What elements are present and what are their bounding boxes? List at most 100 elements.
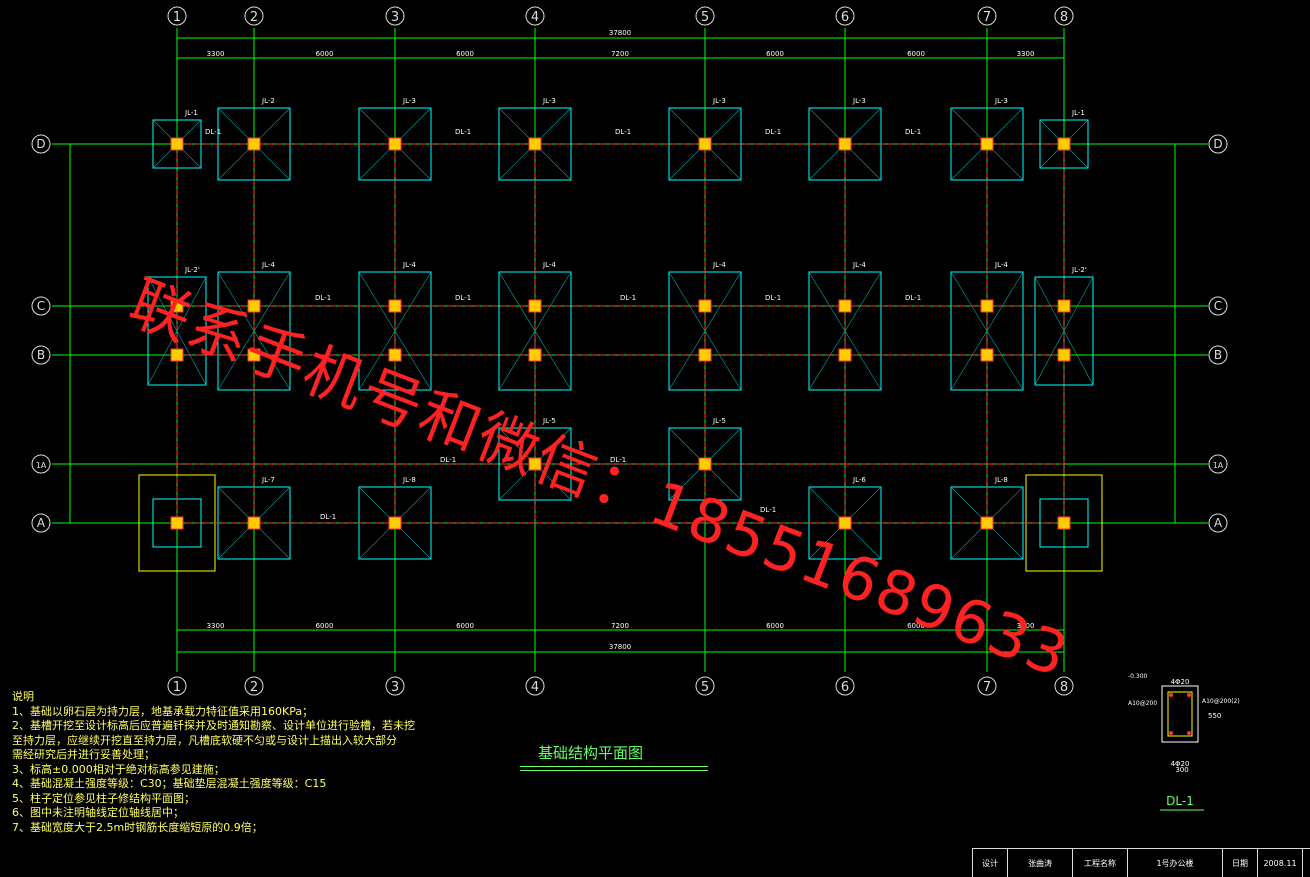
beam-label: DL-1 xyxy=(765,128,781,136)
axis-number-label: 8 xyxy=(1060,10,1068,25)
column-marker xyxy=(528,299,542,313)
column-marker xyxy=(388,299,402,313)
beam-label: DL-1 xyxy=(760,506,776,514)
axis-number-label: 2 xyxy=(250,10,258,25)
axis-number-label: 3 xyxy=(391,10,399,25)
axis-number-label: 3 xyxy=(391,680,399,695)
note-item: 至持力层，应继续开挖直至持力层，凡槽底软硬不匀或与设计上描出入较大部分 xyxy=(12,733,397,747)
axis-bubble xyxy=(31,134,51,154)
axis-number-label: 5 xyxy=(701,10,709,25)
note-item: 7、基础宽度大于2.5m时钢筋长度缩短原的0.9倍； xyxy=(12,820,263,834)
title-block-cell: 工程名称 xyxy=(1073,849,1128,877)
dimension-total-label: 37800 xyxy=(609,29,631,37)
dimension-span-label: 6000 xyxy=(907,50,925,58)
note-item: 6、图中未注明轴线定位轴线居中； xyxy=(12,806,184,819)
footing-label: JL-8 xyxy=(402,476,416,484)
axis-bubble xyxy=(244,676,264,696)
axis-number-label: 7 xyxy=(983,10,991,25)
column-marker xyxy=(838,299,852,313)
note-item: 需经研究后并进行妥善处理； xyxy=(12,748,155,761)
axis-letter-label: A xyxy=(37,516,46,530)
column-marker xyxy=(170,137,184,151)
column-marker xyxy=(247,348,261,362)
dimension-span-label: 3300 xyxy=(1017,622,1035,630)
section-dim-label: 300 xyxy=(1175,766,1188,774)
dimension-span-label: 6000 xyxy=(766,50,784,58)
axis-number-label: 4 xyxy=(531,680,539,695)
title-underline xyxy=(520,766,708,771)
column-marker xyxy=(1057,299,1071,313)
axis-number-label: 5 xyxy=(701,680,709,695)
title-block-cell: 1号办公楼 xyxy=(1128,849,1223,877)
column-marker xyxy=(1057,516,1071,530)
title-block-cell: 设计 xyxy=(973,849,1008,877)
dimension-total-label: 37800 xyxy=(609,643,631,651)
note-item: 5、柱子定位参见柱子修结构平面图； xyxy=(12,791,195,805)
axis-bubble xyxy=(167,676,187,696)
column-marker xyxy=(170,516,184,530)
dimension-span-label: 6000 xyxy=(456,50,474,58)
column-marker xyxy=(980,299,994,313)
axis-letter-label: C xyxy=(1214,299,1222,313)
drawing-title: 基础结构平面图 xyxy=(538,744,644,762)
column-marker xyxy=(698,457,712,471)
beam-label: DL-1 xyxy=(620,294,636,302)
footing-diagonal xyxy=(217,271,291,391)
axis-bubble xyxy=(835,676,855,696)
section-stirrup xyxy=(1167,691,1193,737)
column-marker xyxy=(698,299,712,313)
axis-bubble xyxy=(977,676,997,696)
axis-bubble xyxy=(1054,676,1074,696)
section-rebar-label: 4Φ20 xyxy=(1171,678,1190,686)
axis-bubble xyxy=(31,513,51,533)
column-marker xyxy=(247,299,261,313)
axis-letter-label: D xyxy=(36,137,45,151)
footing-outline xyxy=(147,276,207,386)
beam-label: DL-1 xyxy=(320,513,336,521)
section-stirrup-label: A10@200(2) xyxy=(1202,698,1240,705)
axis-bubble xyxy=(385,676,405,696)
axis-bubble xyxy=(31,454,51,474)
axis-bubble xyxy=(167,6,187,26)
footing-diagonal xyxy=(498,271,572,391)
column-marker xyxy=(838,516,852,530)
beam-label: DL-1 xyxy=(315,294,331,302)
axis-number-label: 7 xyxy=(983,680,991,695)
axis-number-label: 6 xyxy=(841,680,849,695)
dimension-span-label: 3300 xyxy=(207,622,225,630)
axis-bubble xyxy=(385,6,405,26)
axis-bubble xyxy=(835,6,855,26)
axis-letter-label: B xyxy=(37,348,45,362)
column-marker xyxy=(170,299,184,313)
axis-number-label: 4 xyxy=(531,10,539,25)
axis-bubble xyxy=(695,676,715,696)
title-block: 设计 张曲涛 工程名称 1号办公楼 日期 2008.11 xyxy=(972,848,1310,877)
footing-label: JL-1 xyxy=(1071,109,1085,117)
footing-label: JL-4 xyxy=(542,261,556,269)
column-marker xyxy=(838,348,852,362)
axis-bubble xyxy=(977,6,997,26)
axis-letter-label: 1A xyxy=(1213,461,1224,470)
section-rebar-label: 4Φ20 xyxy=(1171,760,1190,768)
axis-bubble xyxy=(31,345,51,365)
dimension-span-label: 6000 xyxy=(316,50,334,58)
footing-diagonal xyxy=(358,271,432,391)
axis-bubble xyxy=(1208,345,1228,365)
note-item: 1、基础以卵石层为持力层，地基承载力特征值采用160KPa； xyxy=(12,704,314,718)
note-item: 3、标高±0.000相对于绝对标高参见建施； xyxy=(12,762,225,776)
axis-number-label: 8 xyxy=(1060,680,1068,695)
title-block-cell: 张曲涛 xyxy=(1008,849,1073,877)
section-rebar xyxy=(1169,731,1173,735)
footing-diagonal xyxy=(808,271,882,391)
dimension-span-label: 6000 xyxy=(316,622,334,630)
footing-label: JL-3 xyxy=(852,97,866,105)
footing-label: JL-3 xyxy=(712,97,726,105)
notes-heading: 说明 xyxy=(12,690,34,703)
axis-letter-label: B xyxy=(1214,348,1222,362)
dimension-span-label: 7200 xyxy=(611,50,629,58)
dimension-span-label: 3300 xyxy=(1017,50,1035,58)
beam-label: DL-1 xyxy=(455,128,471,136)
beam-label: DL-1 xyxy=(205,128,221,136)
footing-diagonal xyxy=(1034,276,1094,386)
